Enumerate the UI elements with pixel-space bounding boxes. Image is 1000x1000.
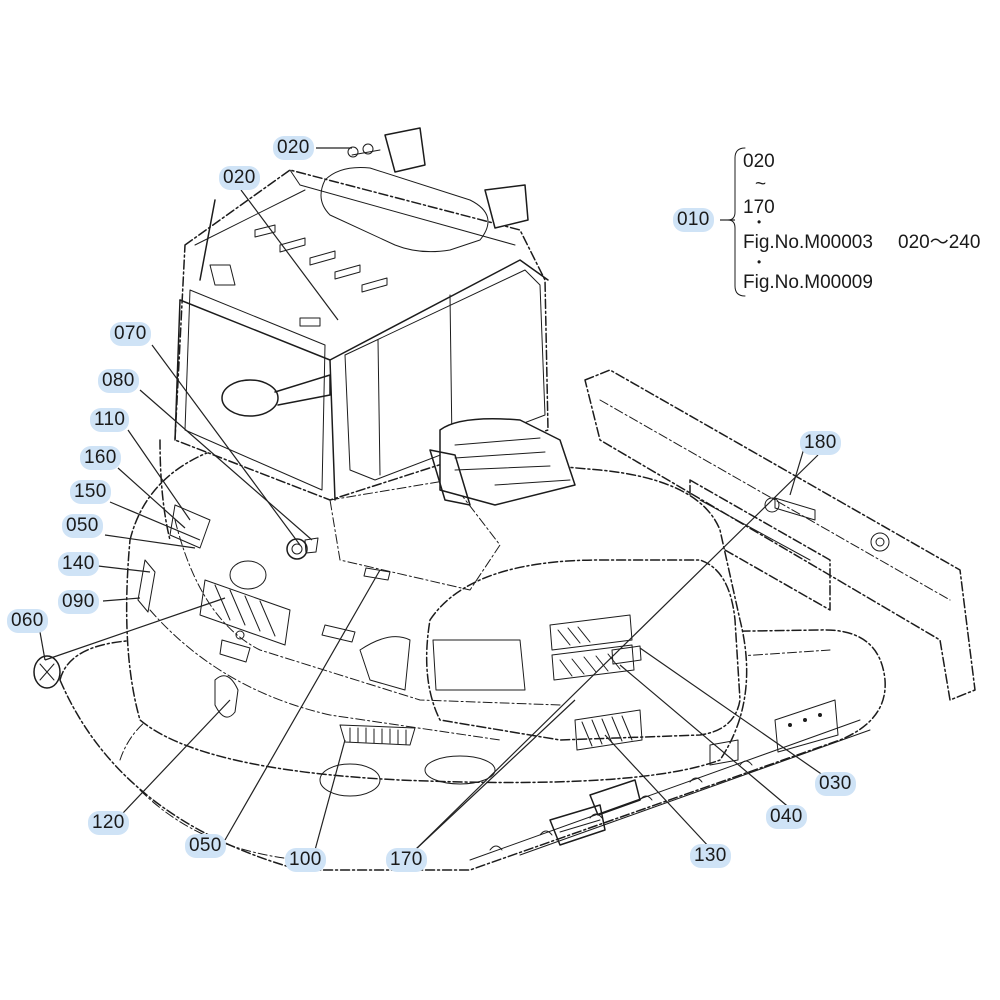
callout-050-bottom[interactable]: 050 [185, 834, 226, 858]
note-tilde: ~ [755, 174, 767, 195]
cab [174, 127, 549, 501]
callout-050-left[interactable]: 050 [62, 514, 103, 538]
callout-130[interactable]: 130 [690, 844, 731, 868]
callout-060[interactable]: 060 [7, 609, 48, 633]
leader-lines [39, 147, 831, 851]
callout-090[interactable]: 090 [58, 590, 99, 614]
callout-070[interactable]: 070 [110, 322, 151, 346]
callout-120[interactable]: 120 [88, 811, 129, 835]
callout-110[interactable]: 110 [90, 408, 130, 432]
note-range-end: 170 [743, 197, 775, 218]
note-range-start: 020 [743, 151, 775, 172]
seat [429, 418, 576, 506]
callout-030[interactable]: 030 [815, 772, 856, 796]
upper-body [125, 439, 748, 797]
dozer-blade [584, 369, 976, 701]
callout-040[interactable]: 040 [766, 805, 807, 829]
callout-080[interactable]: 080 [98, 369, 139, 393]
note-fig-range: 020～240 [898, 232, 981, 253]
bracket-010 [727, 147, 746, 297]
note-dot-1: • [757, 215, 762, 229]
callout-140[interactable]: 140 [58, 552, 99, 576]
callout-020-cab[interactable]: 020 [219, 166, 260, 190]
callout-020-top[interactable]: 020 [273, 136, 314, 160]
note-fig-ref-2: Fig.No.M00009 [743, 272, 873, 293]
side-vents [199, 579, 839, 766]
callout-150[interactable]: 150 [70, 480, 111, 504]
callout-160[interactable]: 160 [80, 446, 121, 470]
note-fig-ref-1: Fig.No.M00003 [743, 232, 873, 253]
callout-180[interactable]: 180 [800, 431, 841, 455]
crawler-track [59, 629, 886, 871]
callout-170[interactable]: 170 [386, 848, 427, 872]
step [549, 779, 641, 846]
callout-010[interactable]: 010 [673, 208, 714, 232]
note-dot-2: • [757, 255, 762, 269]
callout-100[interactable]: 100 [285, 848, 326, 872]
